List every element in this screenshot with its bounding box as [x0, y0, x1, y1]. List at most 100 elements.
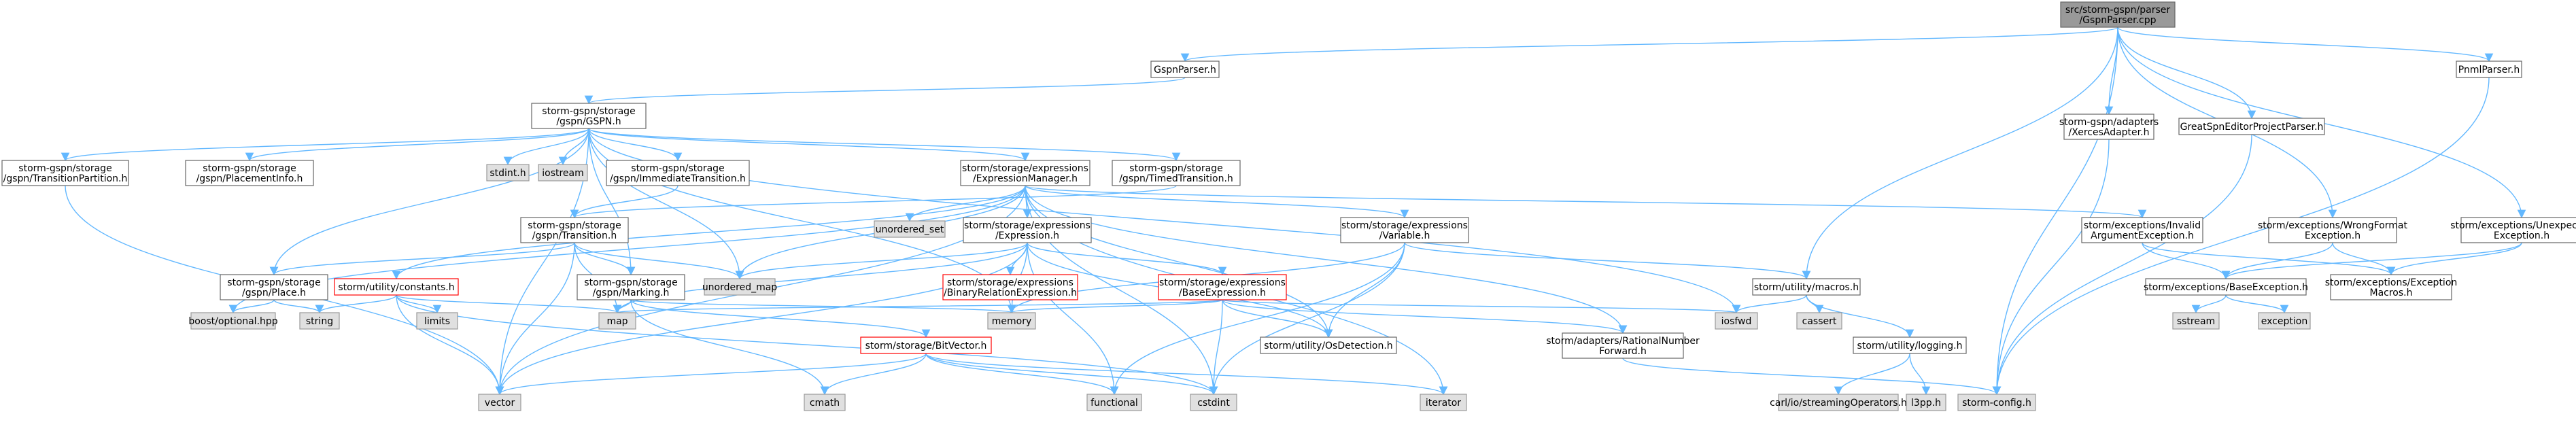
node-label-gspn_h-1: /gspn/GSPN.h	[556, 116, 621, 127]
node-root: src/storm-gspn/parser/GspnParser.cpp	[2060, 1, 2176, 28]
node-logging_h[interactable]: storm/utility/logging.h	[1853, 336, 1967, 354]
edge-expression_h-to-vector	[495, 242, 1028, 396]
node-box-vector	[478, 394, 521, 411]
edge-bitvector_h-to-functional	[925, 353, 1119, 396]
node-memory: memory	[987, 312, 1036, 330]
node-label-stdint_h-0: stdint.h	[490, 168, 526, 179]
edge-transition_h-to-vector	[495, 242, 575, 396]
edge-baseexpr_h-to-osdetect_h	[1222, 299, 1333, 339]
edge-root-to-pnml_h	[2117, 27, 2494, 63]
node-box-baseexpr_h	[1158, 274, 1287, 300]
node-box-iostream	[538, 164, 588, 181]
edge-marking_h-to-memory	[630, 299, 1016, 314]
node-iterator: iterator	[1420, 394, 1467, 411]
node-cstdint: cstdint	[1190, 394, 1237, 411]
edge-baseexpr_h-to-iosfwd	[1222, 299, 1740, 314]
node-label-transition_h-0: storm-gspn/storage	[528, 220, 621, 231]
edge-gspn_h-to-transpart_h	[61, 128, 589, 162]
edge-unexpected_h-to-excmacros_h	[2386, 242, 2522, 276]
node-label-placementinfo_h-0: storm-gspn/storage	[203, 163, 296, 174]
node-box-greatspn_h	[2178, 118, 2325, 135]
node-unexpected_h[interactable]: storm/exceptions/UnexpectedException.h	[2450, 217, 2576, 243]
node-label-exprmgr_h-0: storm/storage/expressions	[962, 163, 1088, 174]
node-box-immtrans_h	[606, 160, 750, 186]
node-boost_optional: boost/optional.hpp	[188, 312, 278, 330]
edge-gspnparser_h-to-gspn_h	[585, 77, 1186, 105]
node-macros_h[interactable]: storm/utility/macros.h	[1752, 278, 1861, 296]
node-marking_h[interactable]: storm-gspn/storage/gspn/Marking.h	[577, 274, 685, 300]
node-binrel_h[interactable]: storm/storage/expressions/BinaryRelation…	[942, 274, 1078, 300]
node-label-timedtrans_h-0: storm-gspn/storage	[1129, 163, 1222, 174]
edge-exprmgr_h-to-variable_h	[1025, 185, 1409, 219]
node-label-transpart_h-1: /gspn/TransitionPartition.h	[3, 173, 128, 184]
node-xerces_h[interactable]: storm-gspn/adapters/XercesAdapter.h	[2059, 114, 2159, 140]
node-constants_h[interactable]: storm/utility/constants.h	[334, 278, 459, 296]
node-label-expression_h-0: storm/storage/expressions	[964, 220, 1090, 231]
node-box-cstdint	[1190, 394, 1237, 411]
edge-constants_h-to-cstdint	[396, 294, 1218, 396]
edge-constants_h-to-string	[315, 294, 397, 314]
edge-expression_h-to-functional	[1027, 242, 1119, 396]
node-unordered_map: unordered_map	[702, 278, 777, 296]
node-stdint_h: stdint.h	[486, 164, 530, 181]
node-greatspn_h[interactable]: GreatSpnEditorProjectParser.h	[2178, 118, 2325, 135]
node-label-marking_h-0: storm-gspn/storage	[584, 277, 677, 288]
node-box-transition_h	[520, 217, 629, 243]
node-box-place_h	[220, 274, 328, 300]
edge-constants_h-to-map	[396, 294, 622, 314]
node-osdetect_h[interactable]: storm/utility/OsDetection.h	[1260, 336, 1397, 354]
node-bitvector_h[interactable]: storm/storage/BitVector.h	[860, 336, 992, 354]
node-expression_h[interactable]: storm/storage/expressions/Expression.h	[963, 217, 1092, 243]
node-label-variable_h-1: /Variable.h	[1379, 230, 1430, 241]
edge-bitvector_h-to-cmath	[820, 353, 927, 396]
node-box-boost_optional	[190, 312, 276, 330]
node-gspn_h[interactable]: storm-gspn/storage/gspn/GSPN.h	[531, 103, 647, 129]
node-box-stdint_h	[486, 164, 530, 181]
node-label-string-0: string	[306, 316, 333, 327]
node-box-binrel_h	[942, 274, 1078, 300]
node-gspnparser_h[interactable]: GspnParser.h	[1150, 60, 1220, 78]
node-label-sstream-0: sstream	[2177, 316, 2215, 327]
edge-gspn_h-to-place_h	[269, 128, 589, 276]
node-variable_h[interactable]: storm/storage/expressions/Variable.h	[1340, 217, 1469, 243]
edge-bitvector_h-to-iterator	[925, 353, 1448, 396]
edge-bitvector_h-to-cstdint	[925, 353, 1218, 396]
node-transition_h[interactable]: storm-gspn/storage/gspn/Transition.h	[520, 217, 629, 243]
edge-exprmgr_h-to-rational_h	[1025, 185, 1628, 334]
node-pnml_h[interactable]: PnmlParser.h	[2456, 60, 2522, 78]
node-label-functional-0: functional	[1090, 398, 1138, 409]
node-baseexc_h[interactable]: storm/exceptions/BaseException.h	[2144, 278, 2308, 296]
edge-baseexpr_h-to-rational_h	[1222, 299, 1628, 334]
node-unordered_set: unordered_set	[874, 220, 946, 238]
node-box-stormconfig_h	[1957, 394, 2036, 411]
node-iostream: iostream	[538, 164, 588, 181]
node-vector: vector	[478, 394, 521, 411]
edge-root-to-macros_h	[1802, 27, 2118, 280]
node-label-unordered_map-0: unordered_map	[702, 282, 777, 293]
node-timedtrans_h[interactable]: storm-gspn/storage/gspn/TimedTransition.…	[1112, 160, 1241, 186]
node-exprmgr_h[interactable]: storm/storage/expressions/ExpressionMana…	[960, 160, 1090, 186]
node-label-constants_h-0: storm/utility/constants.h	[338, 282, 454, 293]
node-string: string	[299, 312, 340, 330]
node-placementinfo_h[interactable]: storm-gspn/storage/gspn/PlacementInfo.h	[185, 160, 314, 186]
node-label-macros_h-0: storm/utility/macros.h	[1754, 282, 1859, 293]
edge-variable_h-to-cstdint	[1209, 242, 1405, 396]
node-baseexpr_h[interactable]: storm/storage/expressions/BaseExpression…	[1158, 274, 1287, 300]
edge-baseexc_h-to-sstream	[2191, 294, 2227, 314]
node-invalidarg_h[interactable]: storm/exceptions/InvalidArgumentExceptio…	[2081, 217, 2203, 243]
node-place_h[interactable]: storm-gspn/storage/gspn/Place.h	[220, 274, 328, 300]
node-label-invalidarg_h-1: ArgumentException.h	[2091, 230, 2194, 241]
node-label-limits-0: limits	[424, 316, 450, 327]
node-label-unexpected_h-0: storm/exceptions/Unexpected	[2450, 220, 2576, 231]
node-stormconfig_h: storm-config.h	[1957, 394, 2036, 411]
node-label-place_h-1: /gspn/Place.h	[242, 288, 306, 298]
node-immtrans_h[interactable]: storm-gspn/storage/gspn/ImmediateTransit…	[606, 160, 750, 186]
node-label-iostream-0: iostream	[542, 168, 584, 179]
edge-gspn_h-to-timedtrans_h	[588, 128, 1180, 162]
node-label-binrel_h-0: storm/storage/expressions	[947, 277, 1074, 288]
edge-variable_h-to-functional	[1110, 242, 1405, 396]
node-transpart_h[interactable]: storm-gspn/storage/gspn/TransitionPartit…	[1, 160, 129, 186]
